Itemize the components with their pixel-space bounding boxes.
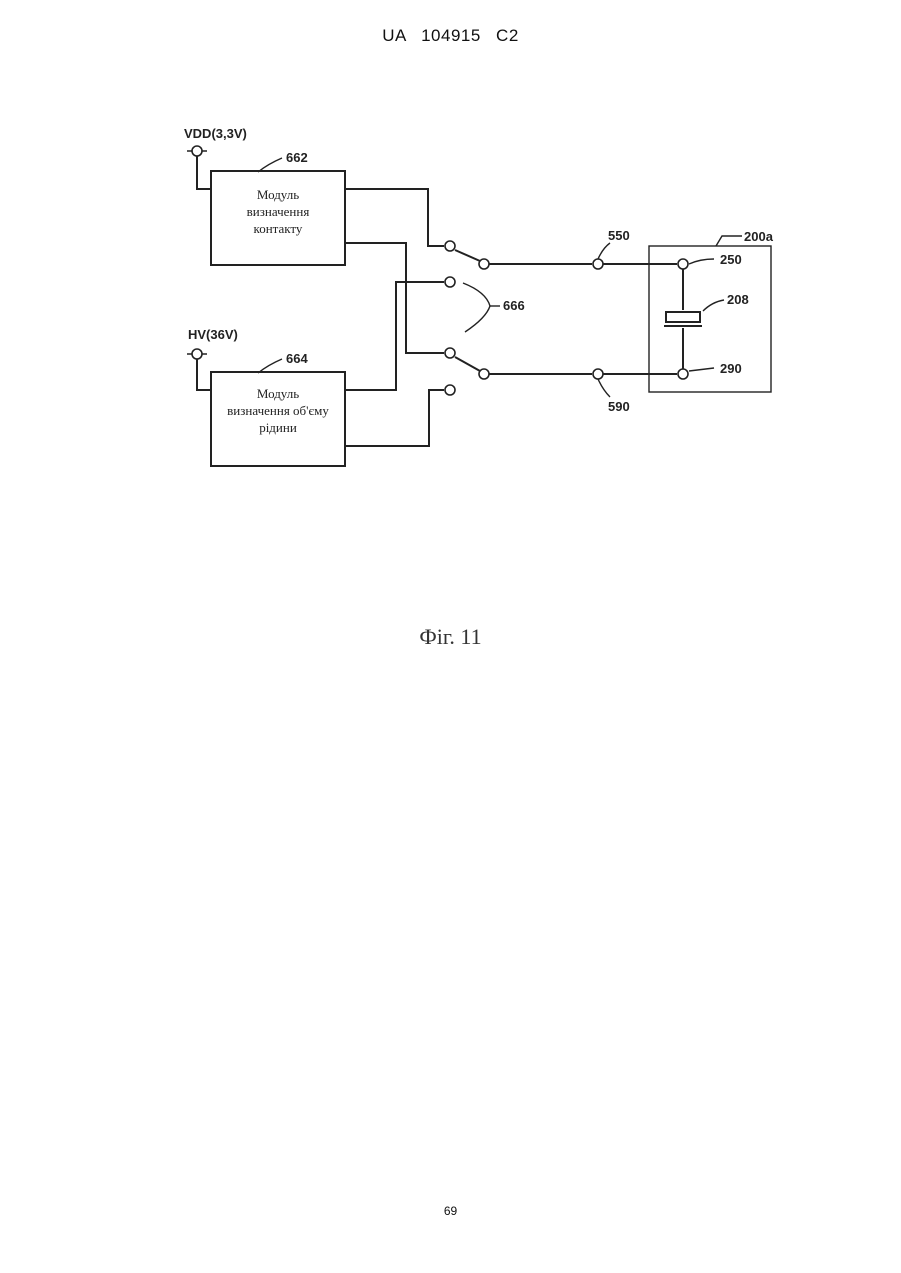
upper-switch <box>445 241 489 287</box>
wire-contact-bottom <box>345 243 444 353</box>
terminal-590 <box>593 369 603 379</box>
hv-supply-symbol <box>187 349 212 390</box>
switch-666-brace <box>463 283 490 332</box>
page-number: 69 <box>0 1204 901 1218</box>
terminal-550-leader <box>598 243 610 259</box>
element-208 <box>666 312 700 322</box>
vdd-label: VDD(3,3V) <box>184 126 247 141</box>
electrode-250 <box>678 259 688 269</box>
volume-module-line3: рідини <box>259 420 297 435</box>
electrode-250-label: 250 <box>720 252 742 267</box>
wire-contact-top <box>345 189 444 246</box>
electrode-290 <box>678 369 688 379</box>
terminal-550-label: 550 <box>608 228 630 243</box>
figure-caption: Фіг. 11 <box>0 624 901 650</box>
vdd-supply-symbol <box>187 146 212 189</box>
cartridge-200a-leader <box>716 236 742 246</box>
circuit-diagram: VDD(3,3V) 662 Модуль визначення контакту… <box>0 0 901 700</box>
volume-module-line2: визначення об'єму <box>227 403 329 418</box>
volume-module-line1: Модуль <box>257 386 299 401</box>
module-664-ref: 664 <box>286 351 308 366</box>
cartridge-200a-label: 200a <box>744 229 774 244</box>
wire-volume-bottom <box>345 390 444 446</box>
element-208-label: 208 <box>727 292 749 307</box>
contact-module-line2: визначення <box>247 204 310 219</box>
wire-volume-top <box>345 282 444 390</box>
terminal-550 <box>593 259 603 269</box>
contact-module-line3: контакту <box>254 221 303 236</box>
module-664-leader <box>258 359 282 373</box>
terminal-590-label: 590 <box>608 399 630 414</box>
module-662-ref: 662 <box>286 150 308 165</box>
lower-switch <box>445 348 489 395</box>
electrode-290-label: 290 <box>720 361 742 376</box>
contact-module-line1: Модуль <box>257 187 299 202</box>
element-208-leader <box>703 300 724 311</box>
electrode-290-leader <box>689 368 714 371</box>
switch-666-ref: 666 <box>503 298 525 313</box>
terminal-590-leader <box>598 379 610 397</box>
cartridge-200a-box <box>649 246 771 392</box>
electrode-250-leader <box>689 259 714 264</box>
hv-label: HV(36V) <box>188 327 238 342</box>
module-662-leader <box>258 158 282 172</box>
